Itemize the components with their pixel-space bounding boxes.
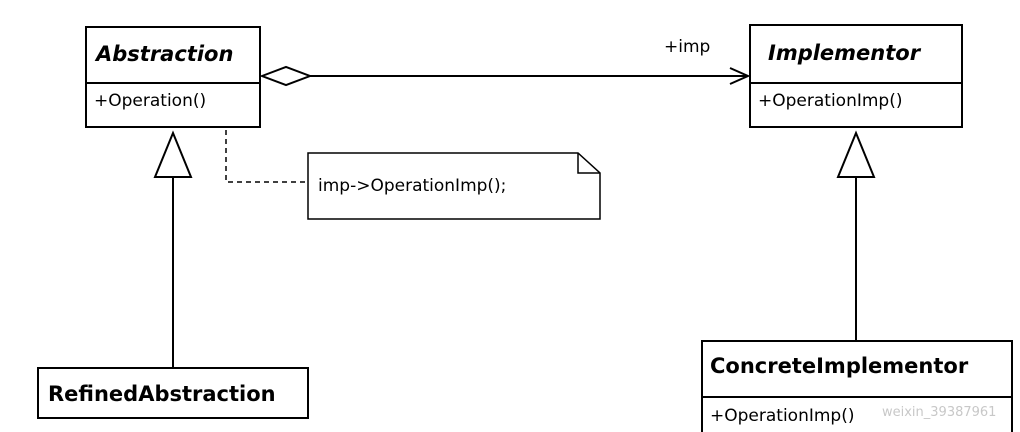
note-folded-corner [577,153,600,174]
note-text: imp->OperationImp(); [318,176,506,196]
note[interactable]: imp->OperationImp(); [225,130,601,220]
class-abstraction-name: Abstraction [94,42,233,66]
association-arrowhead [729,67,751,85]
association-role-label: +imp [664,37,710,57]
class-concrete-implementor-box [701,340,1013,432]
note-connector [225,130,308,183]
class-abstraction-operation: +Operation() [94,91,206,111]
class-refined-abstraction[interactable]: RefinedAbstraction [37,367,309,419]
class-concrete-implementor[interactable]: ConcreteImplementor +OperationImp() [701,340,1013,432]
class-implementor[interactable]: Implementor +OperationImp() [749,24,963,128]
generalization-triangle-implementor [836,130,876,178]
note-box [307,152,601,220]
generalization-concrete-to-implementor [836,130,876,341]
generalization-triangle-abstraction [153,130,193,178]
class-implementor-operation: +OperationImp() [758,91,902,111]
class-concrete-implementor-name: ConcreteImplementor [710,354,969,378]
class-refined-abstraction-name: RefinedAbstraction [48,382,276,406]
generalization-refined-to-abstraction [153,130,193,368]
class-abstraction[interactable]: Abstraction +Operation() [85,26,261,128]
aggregation-diamond [259,65,313,87]
class-implementor-name: Implementor [768,41,922,65]
aggregation-association: +imp [259,37,751,87]
class-concrete-implementor-operation: +OperationImp() [710,406,854,426]
class-implementor-box [749,24,963,128]
watermark: weixin_39387961 [882,405,996,420]
class-abstraction-box [85,26,261,128]
class-refined-abstraction-box [37,367,309,419]
